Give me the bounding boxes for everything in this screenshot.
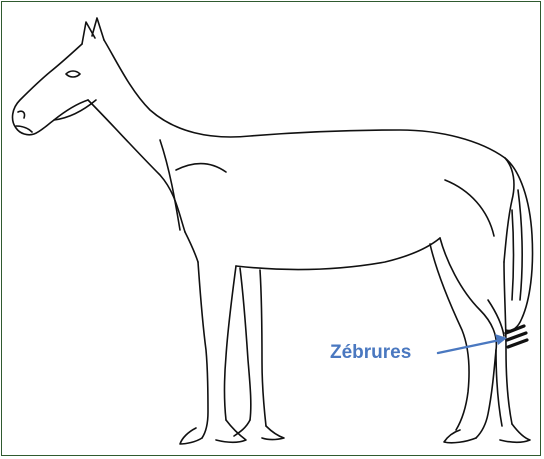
- horse-neck-top: [104, 40, 505, 158]
- horse-neck-bottom: [88, 100, 185, 232]
- horse-front-leg-far: [240, 268, 251, 420]
- zebra-stripes: [506, 326, 527, 347]
- horse-tail: [505, 158, 533, 331]
- horse-hind-leg-far: [504, 262, 512, 424]
- horse-hind-leg-near: [440, 238, 496, 438]
- horse-belly: [236, 238, 440, 269]
- horse-front-leg-near: [198, 262, 208, 438]
- horse-head: [13, 44, 88, 135]
- horse-eye: [66, 71, 80, 77]
- annotation-label: Zébrures: [330, 343, 411, 362]
